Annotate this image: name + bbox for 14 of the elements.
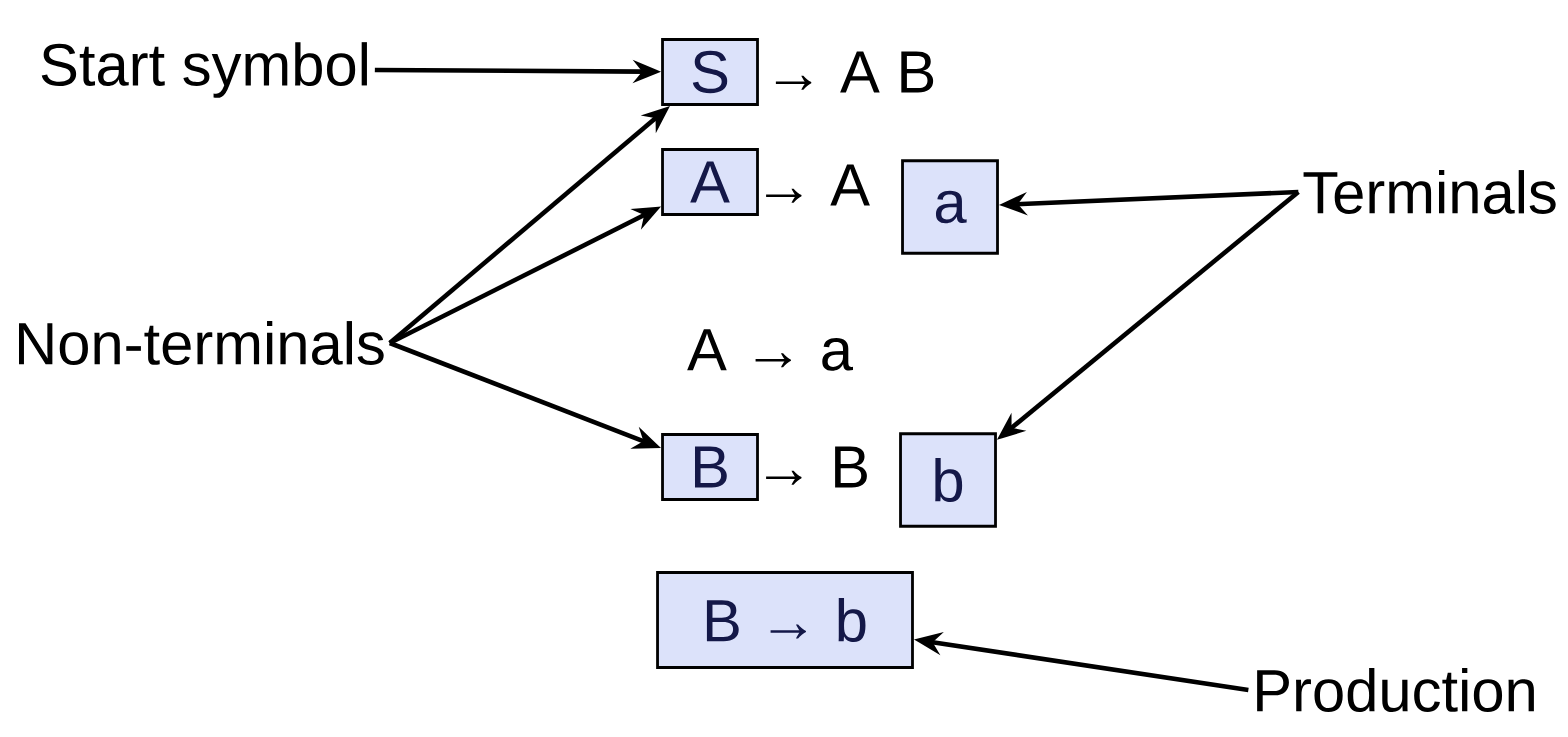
symbol-box: a: [901, 159, 999, 255]
node-label: Start symbol: [41, 42, 367, 98]
rule-text: → A B: [775, 51, 934, 93]
symbol-box: b: [899, 432, 997, 528]
production-box: B → b: [656, 571, 914, 669]
rule-text: → B: [766, 446, 867, 488]
node-label: Non-terminals: [19, 321, 384, 365]
rule-text: → A: [766, 164, 870, 206]
symbol-box: B: [661, 433, 759, 501]
symbol-box: A: [661, 148, 759, 216]
symbol-box: S: [661, 38, 759, 106]
node-label: Production: [1257, 668, 1534, 712]
node-label: Terminals: [1303, 170, 1556, 214]
rule-text: A → a: [687, 329, 853, 371]
